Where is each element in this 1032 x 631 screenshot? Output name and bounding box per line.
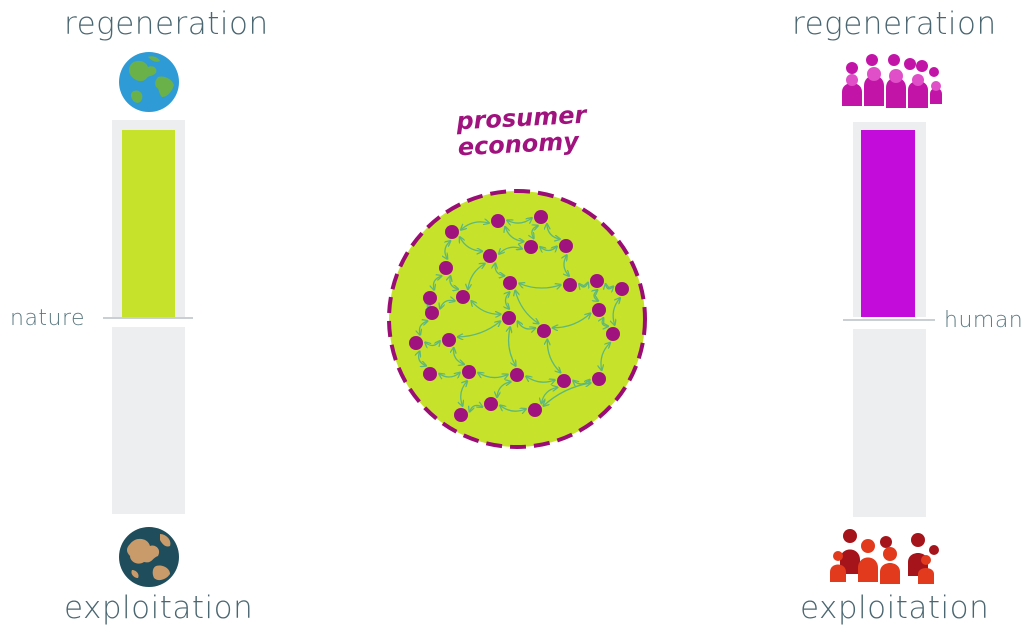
prosumer-node [559, 239, 573, 253]
nature-upper-tower [112, 120, 185, 317]
prosumer-node [423, 367, 437, 381]
prosumer-node [534, 210, 548, 224]
nature-regeneration-bar [122, 130, 175, 317]
exchange-arrow [602, 318, 608, 326]
human-divider-line [843, 319, 935, 321]
exchange-arrow [505, 292, 509, 309]
prosumer-node [615, 282, 629, 296]
exchange-arrow [460, 237, 483, 251]
exchange-arrow [606, 284, 614, 289]
exchange-arrow [594, 290, 598, 301]
exchange-arrow [468, 264, 485, 290]
title-line-2: economy [457, 127, 580, 162]
exchange-arrow [579, 282, 588, 287]
right-bottom-label: exploitation [800, 590, 990, 626]
exchange-arrow [471, 301, 501, 315]
prosumer-node [483, 249, 497, 263]
exchange-arrow [419, 351, 427, 366]
nature-lower-tower [112, 327, 185, 514]
exchange-arrow [547, 224, 560, 239]
exchange-arrow [519, 283, 561, 288]
nature-divider-line [103, 317, 193, 319]
nature-label: nature [10, 306, 86, 331]
prosumer-node [445, 225, 459, 239]
left-top-label: regeneration [64, 6, 269, 42]
prosumer-node [454, 408, 468, 422]
prosumer-network [387, 189, 647, 449]
exchange-arrow [440, 300, 455, 308]
prosumer-circle [387, 189, 647, 449]
human-lower-tower [853, 329, 926, 517]
exchange-arrow [500, 405, 526, 411]
prosumer-node [606, 327, 620, 341]
prosumer-node [557, 374, 571, 388]
prosumer-node [590, 274, 604, 288]
exchange-arrow [450, 276, 459, 289]
prosumer-node [423, 291, 437, 305]
exchange-arrow [425, 341, 440, 346]
exchange-arrow [454, 348, 465, 365]
exchange-arrow [532, 226, 538, 239]
prosumer-node [524, 240, 538, 254]
prosumer-node [409, 336, 423, 350]
exchange-arrow [613, 298, 620, 325]
exchange-arrow [445, 241, 451, 259]
exchange-arrow [547, 339, 560, 372]
prosumer-node [503, 276, 517, 290]
exchange-arrow [497, 382, 511, 398]
exchange-arrow [499, 247, 522, 254]
right-top-label: regeneration [792, 6, 997, 42]
prosumer-node [439, 261, 453, 275]
prosumer-node [491, 214, 505, 228]
left-bottom-label: exploitation [64, 590, 254, 626]
prosumer-node [537, 324, 551, 338]
exchange-arrow [543, 383, 591, 406]
prosumer-node [592, 372, 606, 386]
prosumer-node [510, 368, 524, 382]
prosumer-node [592, 303, 606, 317]
thriving-people-icon [842, 54, 942, 108]
prosumer-node [442, 333, 456, 347]
human-regeneration-bar [861, 130, 915, 317]
prosumer-node [484, 397, 498, 411]
exchange-arrow [507, 218, 532, 223]
depleted-earth-icon [119, 527, 179, 587]
exchange-arrow [457, 321, 500, 337]
exchange-arrow [439, 372, 460, 377]
exchange-arrow [461, 381, 468, 406]
prosumer-node [502, 311, 516, 325]
exchange-arrow [509, 327, 516, 366]
human-label: human [944, 308, 1024, 333]
exchange-arrow [478, 373, 508, 378]
prosumer-node [425, 306, 439, 320]
exchange-arrow [540, 246, 557, 250]
exchange-arrow [461, 222, 489, 230]
healthy-earth-icon [119, 52, 179, 112]
exchange-arrow [515, 290, 539, 323]
exchange-arrow [433, 276, 441, 290]
exchange-arrow [495, 263, 505, 276]
exchange-arrow [552, 313, 590, 328]
prosumer-node [462, 365, 476, 379]
center-title: prosumer economy [456, 101, 589, 162]
prosumer-node [563, 278, 577, 292]
exchange-arrow [419, 321, 427, 335]
exchange-arrow [505, 227, 524, 242]
human-upper-tower [853, 122, 926, 317]
prosumer-node [528, 403, 542, 417]
exchange-arrow [469, 405, 482, 412]
exchange-arrow [601, 343, 610, 371]
prosumer-node [456, 290, 470, 304]
exploited-people-icon [830, 529, 939, 584]
exchange-arrow [564, 255, 569, 276]
